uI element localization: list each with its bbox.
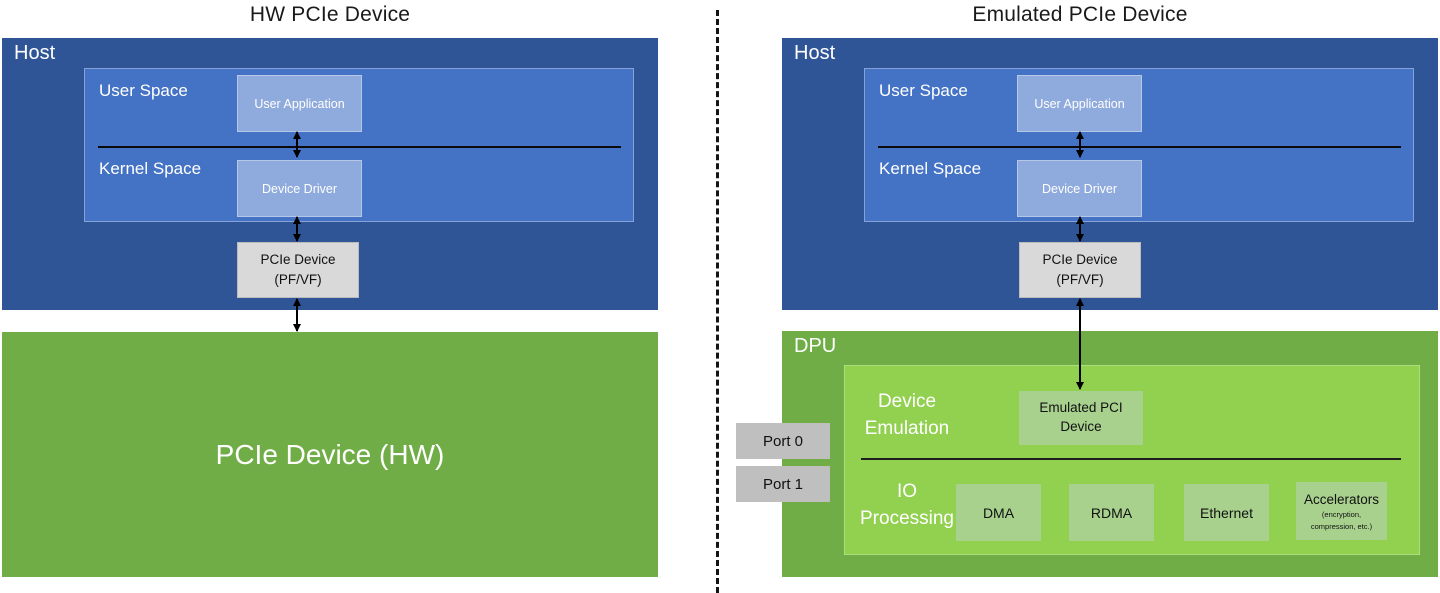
user-space-label-left: User Space — [99, 81, 188, 100]
pcie-device-hw-label: PCIe Device (HW) — [215, 438, 445, 470]
emulated-pci-device-line2: Device — [1060, 419, 1102, 434]
user-kernel-space-box-right: User Space Kernel Space User Application… — [864, 68, 1414, 222]
user-space-label-right: User Space — [879, 81, 968, 100]
ethernet-label: Ethernet — [1200, 504, 1253, 521]
arrow-driver-pcie-left — [293, 216, 301, 242]
kernel-space-label-right: Kernel Space — [879, 159, 982, 178]
left-diagram-title: HW PCIe Device — [249, 3, 411, 26]
io-processing-line1: IO — [896, 481, 918, 502]
arrow-pcie-emulated-right — [1076, 298, 1084, 390]
pcie-device-label-line1-right: PCIe Device — [1042, 252, 1118, 268]
device-driver-box-right: Device Driver — [1017, 160, 1142, 217]
arrow-pcie-hwdevice-left — [293, 298, 301, 332]
device-driver-box-left: Device Driver — [237, 160, 362, 217]
ethernet-box: Ethernet — [1184, 484, 1269, 541]
dpu-inner-box: Device Emulation Emulated PCI Device IO … — [844, 365, 1420, 555]
device-driver-label-left: Device Driver — [261, 181, 337, 196]
port-0-label: Port 0 — [762, 432, 804, 450]
device-emulation-line2: Emulation — [864, 418, 950, 439]
host-label-left: Host — [14, 42, 56, 64]
host-label-right: Host — [794, 42, 836, 64]
port-1-box: Port 1 — [736, 466, 830, 502]
right-diagram-title: Emulated PCIe Device — [972, 3, 1188, 26]
emulated-pci-device-line1: Emulated PCI — [1039, 400, 1123, 416]
arrow-userapp-driver-right — [1076, 131, 1084, 158]
accelerators-box: Accelerators (encryption, compression, e… — [1296, 482, 1387, 540]
pcie-device-label-line2-left: (PF/VF) — [274, 272, 322, 287]
dma-box: DMA — [956, 484, 1041, 541]
host-box-right: Host User Space Kernel Space User Applic… — [782, 38, 1438, 310]
user-application-label-left: User Application — [254, 96, 345, 111]
arrow-userapp-driver-left — [293, 131, 301, 158]
accelerators-sub-line2: compression, etc.) — [1310, 521, 1373, 531]
rdma-box: RDMA — [1069, 484, 1154, 541]
user-kernel-divider-left — [98, 146, 621, 148]
emulation-io-divider — [861, 458, 1401, 460]
pcie-device-hw-box: PCIe Device (HW) — [2, 332, 658, 577]
user-application-label-right: User Application — [1034, 96, 1125, 111]
kernel-space-label-left: Kernel Space — [99, 159, 202, 178]
rdma-label: RDMA — [1090, 504, 1133, 521]
user-application-box-left: User Application — [237, 75, 362, 132]
port-0-box: Port 0 — [736, 423, 830, 459]
io-processing-line2: Processing — [860, 508, 954, 529]
dpu-box: DPU Device Emulation Emulated PCI Device… — [782, 331, 1438, 577]
emulated-pci-device-box: Emulated PCI Device — [1019, 391, 1143, 445]
pcie-device-label-line1-left: PCIe Device — [260, 252, 336, 268]
device-driver-label-right: Device Driver — [1041, 181, 1117, 196]
arrow-driver-pcie-right — [1076, 216, 1084, 242]
device-emulation-line1: Device — [877, 391, 937, 412]
pcie-device-pfvf-box-right: PCIe Device (PF/VF) — [1019, 242, 1141, 298]
port-1-label: Port 1 — [762, 475, 804, 493]
host-box-left: Host User Space Kernel Space User Applic… — [2, 38, 658, 310]
dma-label: DMA — [982, 504, 1015, 521]
pcie-device-pfvf-box-left: PCIe Device (PF/VF) — [237, 242, 359, 298]
user-application-box-right: User Application — [1017, 75, 1142, 132]
io-processing-label: IO Processing — [853, 478, 961, 532]
device-emulation-label: Device Emulation — [853, 388, 961, 442]
accelerators-label: Accelerators — [1303, 491, 1380, 507]
center-dashed-divider — [716, 10, 719, 593]
user-kernel-space-box-left: User Space Kernel Space User Application… — [84, 68, 634, 222]
accelerators-sub-line1: (encryption, — [1321, 509, 1362, 519]
user-kernel-divider-right — [878, 146, 1401, 148]
dpu-label: DPU — [794, 335, 837, 357]
pcie-device-label-line2-right: (PF/VF) — [1056, 272, 1104, 287]
